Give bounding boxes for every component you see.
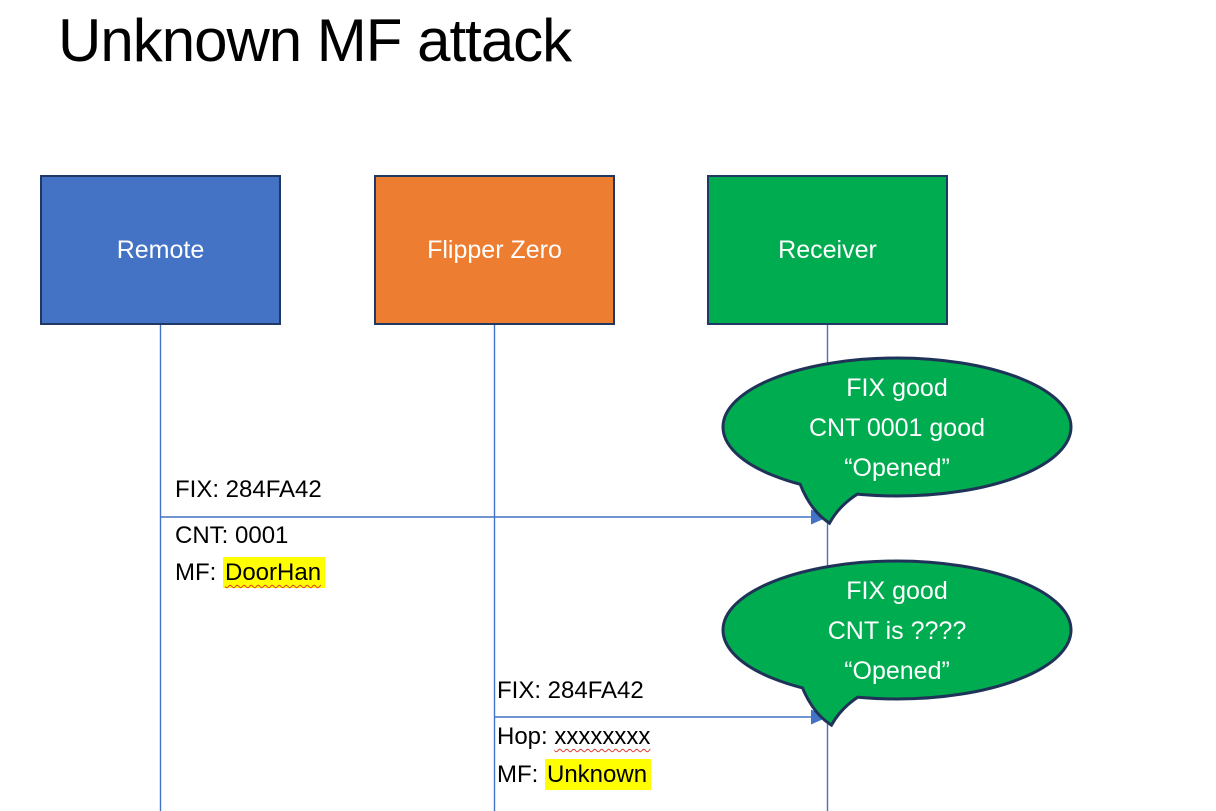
actor-label-receiver: Receiver [778,235,877,264]
message2-field-hop: Hop: xxxxxxxx [497,722,650,752]
actor-label-remote: Remote [116,235,205,264]
message2-mf-prefix: MF: [497,761,545,788]
speech-bubble-2 [721,559,1073,728]
message2-hop-prefix: Hop: [497,723,555,750]
actor-box-remote: Remote [40,175,281,325]
speech-bubble-1-ellipse [721,356,1073,498]
bubble2-line-cnt: CNT is ???? [827,617,967,645]
message2-field-fix: FIX: 284FA42 [497,677,644,704]
bubble1-line-fix: FIX good [846,374,948,402]
message1-field-cnt: CNT: 0001 [175,522,289,549]
message2-field-mf: MF: Unknown [497,759,652,790]
bubble2-line-fix: FIX good [846,577,948,605]
speech-bubble-2-text: FIX good CNT is ???? “Opened” [727,571,1067,691]
actor-label-flipper-zero: Flipper Zero [427,235,562,264]
speech-bubble-1-text: FIX good CNT 0001 good “Opened” [727,368,1067,488]
message1-mf-prefix: MF: [175,559,223,586]
bubble1-line-opened: “Opened” [844,454,950,482]
speech-bubble-2-ellipse [721,559,1073,701]
actor-box-receiver: Receiver [707,175,948,325]
slide-title: Unknown MF attack [58,7,572,74]
speech-bubble-1-tail-fill [798,474,869,521]
message1-mf-value-highlighted: DoorHan [223,557,326,588]
speech-bubble-1 [721,356,1073,526]
message2-hop-value: xxxxxxxx [554,723,651,750]
bubble1-line-cnt: CNT 0001 good [808,414,986,442]
actor-box-flipper-zero: Flipper Zero [374,175,615,325]
speech-bubble-2-tail-fill [800,677,871,723]
message1-field-fix: FIX: 284FA42 [175,476,322,503]
bubble2-line-opened: “Opened” [844,657,950,685]
message2-mf-value-highlighted: Unknown [545,759,652,790]
message1-field-mf: MF: DoorHan [175,557,326,588]
